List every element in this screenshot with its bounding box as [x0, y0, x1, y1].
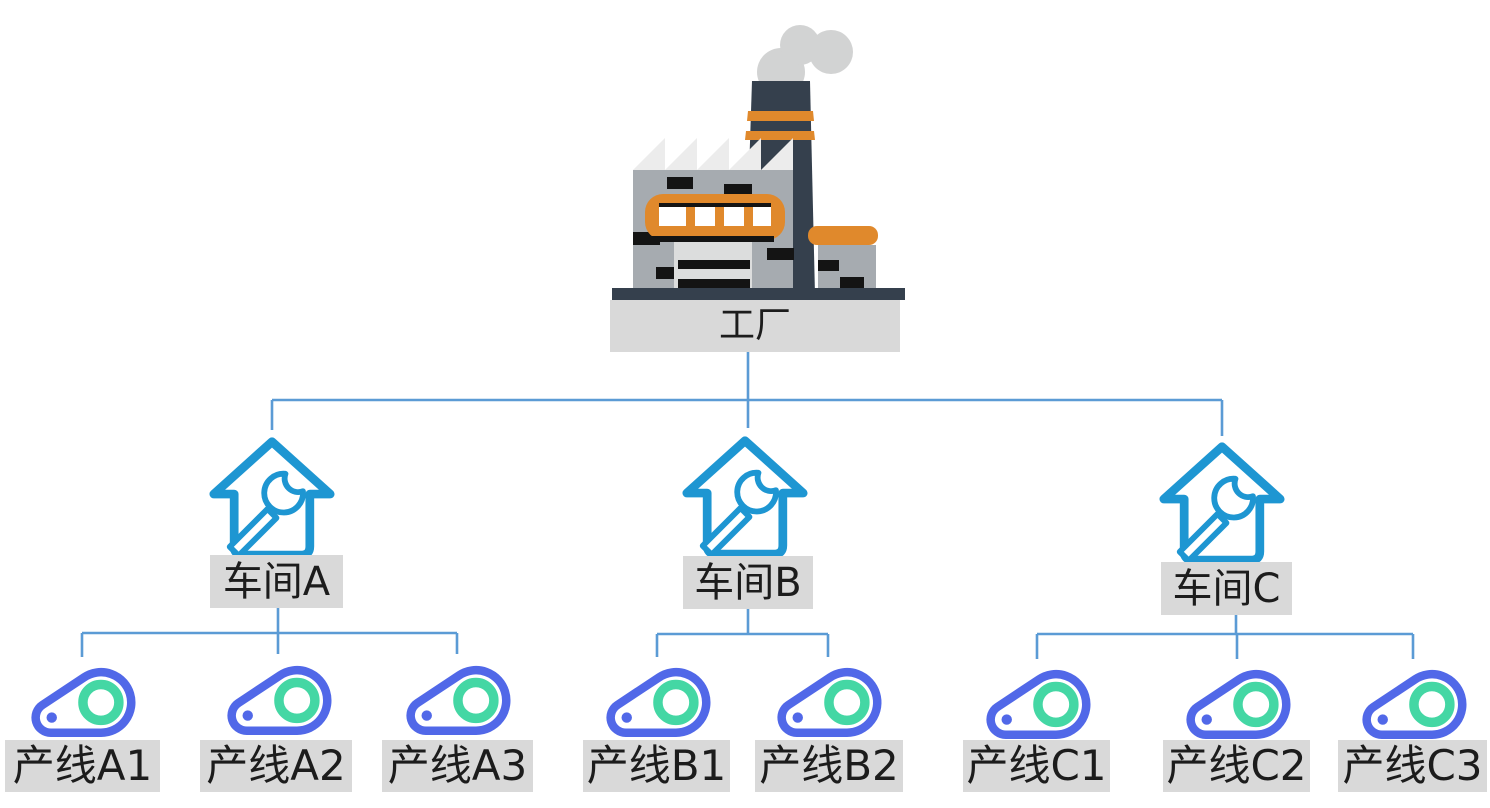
- workshop-c-label: 车间C: [1161, 562, 1292, 615]
- workshop-b-connectors: [655, 609, 830, 657]
- production-line-a3-icon: [401, 656, 513, 743]
- production-line-b1-icon: [601, 658, 713, 745]
- production-line-c2-label: 产线C2: [1163, 740, 1310, 792]
- production-line-c1-icon: [981, 660, 1093, 747]
- production-line-a2-label: 产线A2: [200, 740, 352, 792]
- production-line-b1-label: 产线B1: [583, 740, 730, 792]
- production-line-c2-icon: [1181, 660, 1293, 747]
- annex-building: [808, 226, 878, 290]
- workshop-c-icon: [1158, 437, 1286, 565]
- production-line-b2-icon: [772, 658, 884, 745]
- workshop-c-connectors: [1035, 615, 1415, 659]
- factory-base: [612, 288, 905, 300]
- chimney-brick: [767, 248, 794, 260]
- production-line-a1-label: 产线A1: [5, 740, 160, 792]
- factory-icon: [612, 25, 905, 300]
- garage-door: [674, 242, 752, 290]
- production-line-c3-icon: [1357, 660, 1469, 747]
- factory-label: 工厂: [610, 300, 900, 352]
- workshop-a-icon: [208, 432, 336, 560]
- workshop-a-connectors: [80, 608, 459, 657]
- production-line-a2-icon: [222, 656, 334, 743]
- production-line-c3-label: 产线C3: [1338, 740, 1487, 792]
- workshop-b-label: 车间B: [683, 556, 813, 609]
- chimney-stripes: [745, 111, 815, 140]
- workshop-a-label: 车间A: [210, 555, 343, 608]
- workshop-b-icon: [681, 431, 809, 559]
- production-line-a1-icon: [26, 658, 138, 745]
- production-line-b2-label: 产线B2: [755, 740, 903, 792]
- sawtooth-roof: [633, 138, 793, 170]
- window-band: [645, 194, 785, 242]
- production-line-a3-label: 产线A3: [382, 740, 533, 792]
- production-line-c1-label: 产线C1: [963, 740, 1110, 792]
- level1-connectors: [270, 352, 1224, 436]
